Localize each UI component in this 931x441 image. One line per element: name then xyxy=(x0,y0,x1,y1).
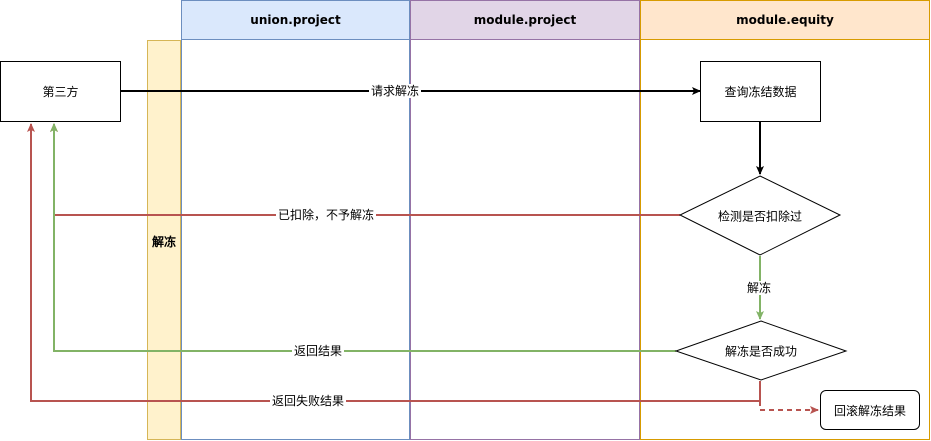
node-rollback-unfreeze[interactable]: 回滚解冻结果 xyxy=(820,390,920,430)
edge-label-request-unfreeze: 请求解冻 xyxy=(369,84,422,98)
edge-rollback xyxy=(759,401,819,414)
swimlane-label: 解冻 xyxy=(151,235,176,249)
lane-body-union-project xyxy=(181,40,410,440)
edge-already-deducted xyxy=(50,123,680,216)
swimlane-band xyxy=(147,40,181,440)
edge-return-result xyxy=(50,123,676,352)
lane-header-module-project: module.project xyxy=(410,0,640,40)
lane-body-module-project xyxy=(410,40,640,440)
edge-label-return-result: 返回结果 xyxy=(292,344,345,358)
node-query-frozen-data[interactable]: 查询冻结数据 xyxy=(700,61,821,122)
lane-body-module-equity xyxy=(640,40,930,440)
edge-label-return-fail-result: 返回失败结果 xyxy=(270,394,347,408)
decision-unfreeze-success-label: 解冻是否成功 xyxy=(724,344,798,359)
lane-header-union-project: union.project xyxy=(181,0,410,40)
decision-check-deducted-label: 检测是否扣除过 xyxy=(717,209,803,224)
decision-unfreeze-success xyxy=(674,320,848,381)
edge-return-fail-result xyxy=(27,123,761,402)
edge-label-unfreeze: 解冻 xyxy=(745,281,774,295)
decision-check-deducted xyxy=(678,175,842,256)
node-third-party[interactable]: 第三方 xyxy=(0,61,121,122)
edge-label-already-deducted: 已扣除，不予解冻 xyxy=(276,208,377,222)
lane-header-module-equity: module.equity xyxy=(640,0,930,40)
